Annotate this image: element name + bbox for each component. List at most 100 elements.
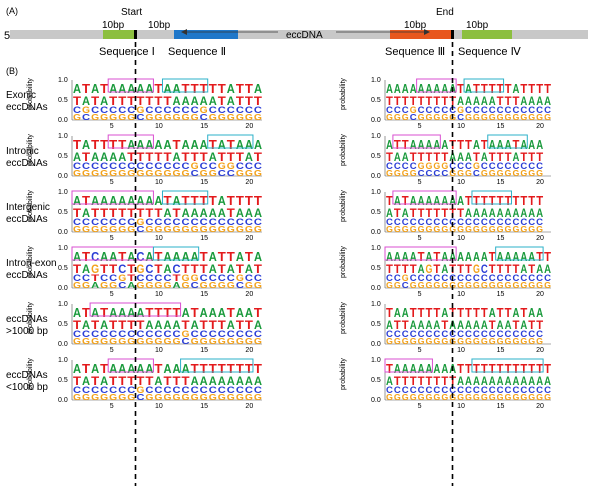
logo-letter-C: C: [394, 161, 401, 171]
logo-letter-C: C: [512, 385, 519, 395]
logo-letter-T: T: [100, 262, 109, 276]
logo-letter-A: A: [441, 262, 448, 276]
logo-letter-T: T: [227, 206, 236, 220]
logo-letter-C: C: [227, 329, 236, 339]
logo-letter-G: G: [465, 113, 472, 122]
logo-letter-A: A: [136, 305, 145, 320]
logo-letter-T: T: [73, 137, 81, 152]
logo-letter-C: C: [386, 217, 393, 227]
logo-letter-G: G: [418, 225, 425, 234]
logo-letter-T: T: [386, 305, 393, 320]
logo-letter-G: G: [127, 393, 135, 402]
logo-letter-C: C: [109, 329, 118, 339]
logo-letter-T: T: [481, 193, 488, 208]
logo-letter-C: C: [136, 393, 144, 402]
logo-letter-A: A: [173, 249, 182, 264]
logo-letter-C: C: [236, 105, 245, 115]
logo-letter-C: C: [173, 217, 182, 227]
logo-letter-G: G: [118, 225, 126, 234]
logo-letter-C: C: [73, 217, 82, 227]
logo-letter-T: T: [73, 318, 82, 332]
logo-letter-C: C: [154, 273, 163, 283]
logo-letter-G: G: [512, 113, 519, 122]
logo-letter-G: G: [457, 281, 464, 290]
motif-box: [384, 246, 457, 261]
logo-letter-A: A: [441, 137, 448, 152]
logo-letter-C: C: [426, 329, 433, 339]
logo-letter-T: T: [473, 81, 480, 96]
logo-letter-G: G: [433, 161, 440, 171]
logo-letter-C: C: [473, 273, 480, 283]
logo-letter-C: C: [173, 262, 181, 276]
logo-letter-C: C: [418, 105, 425, 115]
logo-letter-C: C: [254, 217, 263, 227]
logo-letter-A: A: [394, 81, 401, 96]
logo-letter-C: C: [457, 385, 464, 395]
logo-letter-A: A: [73, 361, 82, 376]
logo-letter-T: T: [536, 193, 543, 208]
logo-letter-G: G: [457, 337, 464, 346]
logo-letter-G: G: [473, 225, 480, 234]
logo-letter-C: C: [433, 217, 440, 227]
logo-letter-T: T: [73, 94, 82, 108]
logo-letter-C: C: [109, 105, 118, 115]
logo-letter-G: G: [386, 337, 393, 346]
logo-letter-C: C: [200, 385, 209, 395]
logo-letter-T: T: [418, 374, 426, 388]
logo-letter-A: A: [145, 81, 154, 96]
x-tick-label: 10: [155, 235, 163, 242]
logo-letter-T: T: [91, 206, 100, 220]
logo-letter-A: A: [418, 137, 425, 152]
logo-letter-T: T: [154, 262, 163, 276]
logo-letter-A: A: [136, 81, 145, 96]
logo-letter-A: A: [227, 262, 235, 276]
logo-letter-A: A: [457, 94, 464, 108]
logo-letter-A: A: [386, 81, 393, 96]
logo-letter-A: A: [118, 150, 126, 164]
logo-letter-G: G: [136, 217, 144, 227]
logo-letter-A: A: [245, 262, 253, 276]
logo-letter-G: G: [82, 281, 90, 290]
x-tick-label: 5: [418, 235, 422, 242]
logo-letter-G: G: [91, 113, 99, 122]
motif-box: [180, 358, 254, 373]
logo-letter-G: G: [520, 393, 527, 402]
logo-letter-C: C: [91, 105, 100, 115]
logo-letter-A: A: [127, 305, 136, 320]
logo-letter-A: A: [191, 374, 199, 388]
logo-letter-G: G: [91, 225, 99, 234]
logo-letter-C: C: [191, 281, 199, 290]
logo-letter-A: A: [109, 150, 117, 164]
logo-letter-C: C: [481, 273, 488, 283]
logo-letter-A: A: [173, 361, 182, 376]
logo-letter-G: G: [109, 225, 117, 234]
logo-letter-T: T: [191, 150, 200, 164]
logo-letter-C: C: [173, 105, 182, 115]
motif-box: [152, 246, 200, 261]
logo-letter-A: A: [236, 305, 245, 320]
logo-letter-G: G: [236, 393, 244, 402]
logo-letter-A: A: [426, 318, 433, 332]
logo-letter-C: C: [109, 385, 118, 395]
logo-letter-A: A: [520, 262, 527, 276]
logo-letter-C: C: [154, 217, 163, 227]
logo-letter-T: T: [254, 361, 262, 376]
logo-letter-G: G: [100, 337, 108, 346]
logo-letter-A: A: [536, 374, 543, 388]
logo-letter-A: A: [154, 193, 163, 208]
logo-letter-G: G: [402, 225, 409, 234]
logo-letter-T: T: [163, 305, 171, 320]
logo-letter-A: A: [163, 361, 172, 376]
logo-letter-C: C: [457, 273, 464, 283]
y-axis-label: probability: [340, 358, 347, 390]
eccdna-label: eccDNA: [286, 30, 323, 41]
logo-letter-A: A: [520, 206, 527, 220]
logo-letter-T: T: [127, 262, 136, 276]
y-tick-label: 0.0: [371, 229, 381, 236]
logo-letter-A: A: [209, 249, 218, 264]
logo-letter-G: G: [82, 393, 90, 402]
x-tick-label: 5: [110, 123, 114, 130]
logo-letter-C: C: [433, 105, 440, 115]
logo-letter-C: C: [82, 273, 91, 283]
logo-letter-C: C: [100, 161, 109, 171]
